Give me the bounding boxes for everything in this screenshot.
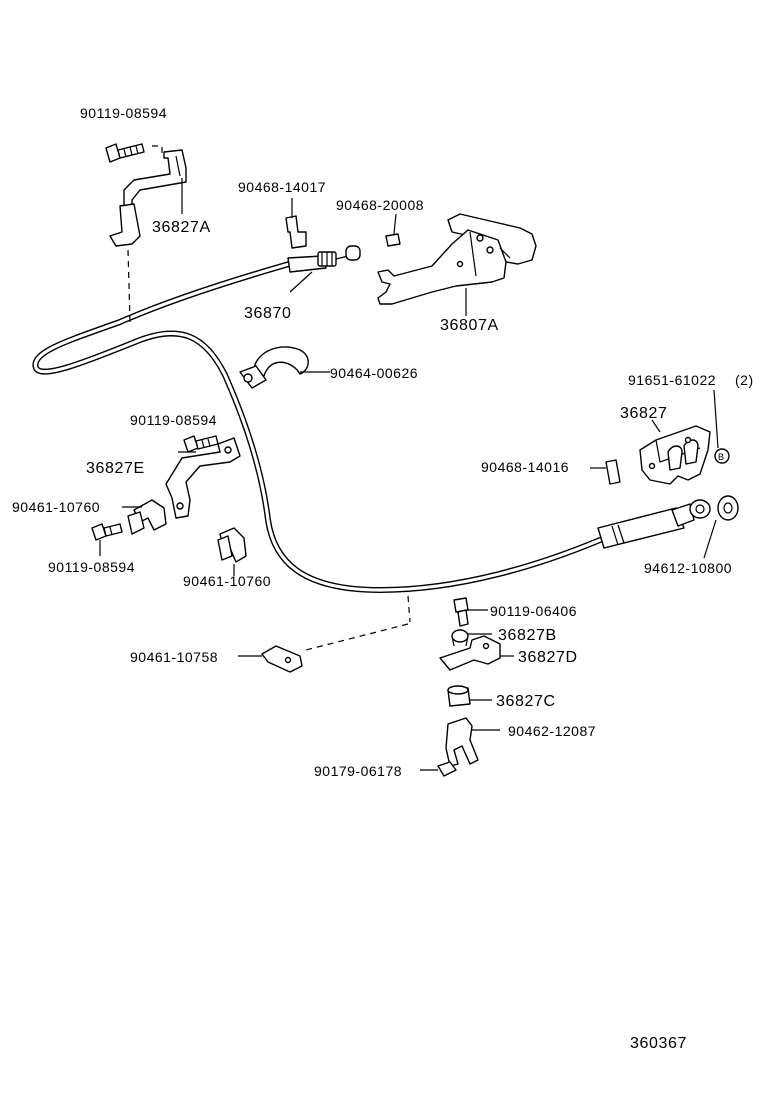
label-clip-20008: 90468-20008: [336, 197, 424, 213]
bolt-icon[interactable]: [105, 143, 145, 163]
label-bolt-low: 90119-08594: [48, 559, 135, 575]
parking-brake-cable[interactable]: [32, 245, 711, 593]
bolt-low-icon[interactable]: [91, 523, 123, 541]
label-nut-06178: 90179-06178: [314, 763, 402, 779]
svg-text:B: B: [718, 452, 724, 462]
label-clip-14016: 90468-14016: [481, 459, 569, 475]
label-bushing-b: 36827B: [498, 627, 557, 644]
label-clip-14017: 90468-14017: [238, 179, 326, 195]
label-bracket-e: 36827E: [86, 460, 145, 477]
label-cable: 36870: [244, 305, 292, 322]
label-grommet-10800: 94612-10800: [644, 560, 732, 576]
bracket-36827d[interactable]: [439, 635, 501, 671]
label-bracket-36827: 36827: [620, 405, 668, 422]
clamp-90461-10758[interactable]: [261, 645, 303, 673]
label-pin-61022: 91651-61022: [628, 372, 716, 388]
bracket-36827[interactable]: [639, 425, 711, 485]
label-lever: 36807A: [440, 317, 499, 334]
label-bolt-06406: 90119-06406: [490, 603, 577, 619]
bracket-36827e[interactable]: [165, 437, 241, 519]
grommet-94612-10800[interactable]: [717, 495, 739, 521]
label-clamp-10760-mid: 90461-10760: [183, 573, 271, 589]
bushing-36827b[interactable]: [451, 629, 469, 647]
pin-91651-61022[interactable]: B: [714, 448, 730, 464]
label-clamp-00626: 90464-00626: [330, 365, 418, 381]
cushion-36827c[interactable]: [447, 685, 471, 707]
label-bolt-mid: 90119-08594: [130, 412, 217, 428]
bolt-mid-icon[interactable]: [183, 435, 219, 453]
diagram-id: 360367: [630, 1035, 687, 1052]
clamp-90462-12087[interactable]: [445, 717, 479, 767]
parking-brake-lever[interactable]: [377, 213, 537, 305]
bracket-36827a[interactable]: [109, 149, 187, 247]
label-clamp-10760-left: 90461-10760: [12, 499, 100, 515]
label-bracket-a: 36827A: [152, 219, 211, 236]
clip-90468-20008[interactable]: [385, 233, 401, 247]
clip-90468-14016[interactable]: [605, 459, 621, 485]
nut-90179-06178[interactable]: [437, 761, 457, 777]
label-cushion-c: 36827C: [496, 693, 556, 710]
label-clamp-12087: 90462-12087: [508, 723, 596, 739]
label-bracket-d: 36827D: [518, 649, 578, 666]
label-clamp-10758: 90461-10758: [130, 649, 218, 665]
label-pin-qty: (2): [735, 372, 754, 388]
bolt-90119-06406[interactable]: [453, 597, 469, 627]
clamp-90461-10760-left[interactable]: [127, 499, 167, 535]
clamp-90461-10760-mid[interactable]: [217, 527, 247, 563]
label-bolt-top: 90119-08594: [80, 105, 167, 121]
clamp-90464-00626[interactable]: [239, 346, 330, 389]
clip-90468-14017[interactable]: [285, 215, 307, 249]
